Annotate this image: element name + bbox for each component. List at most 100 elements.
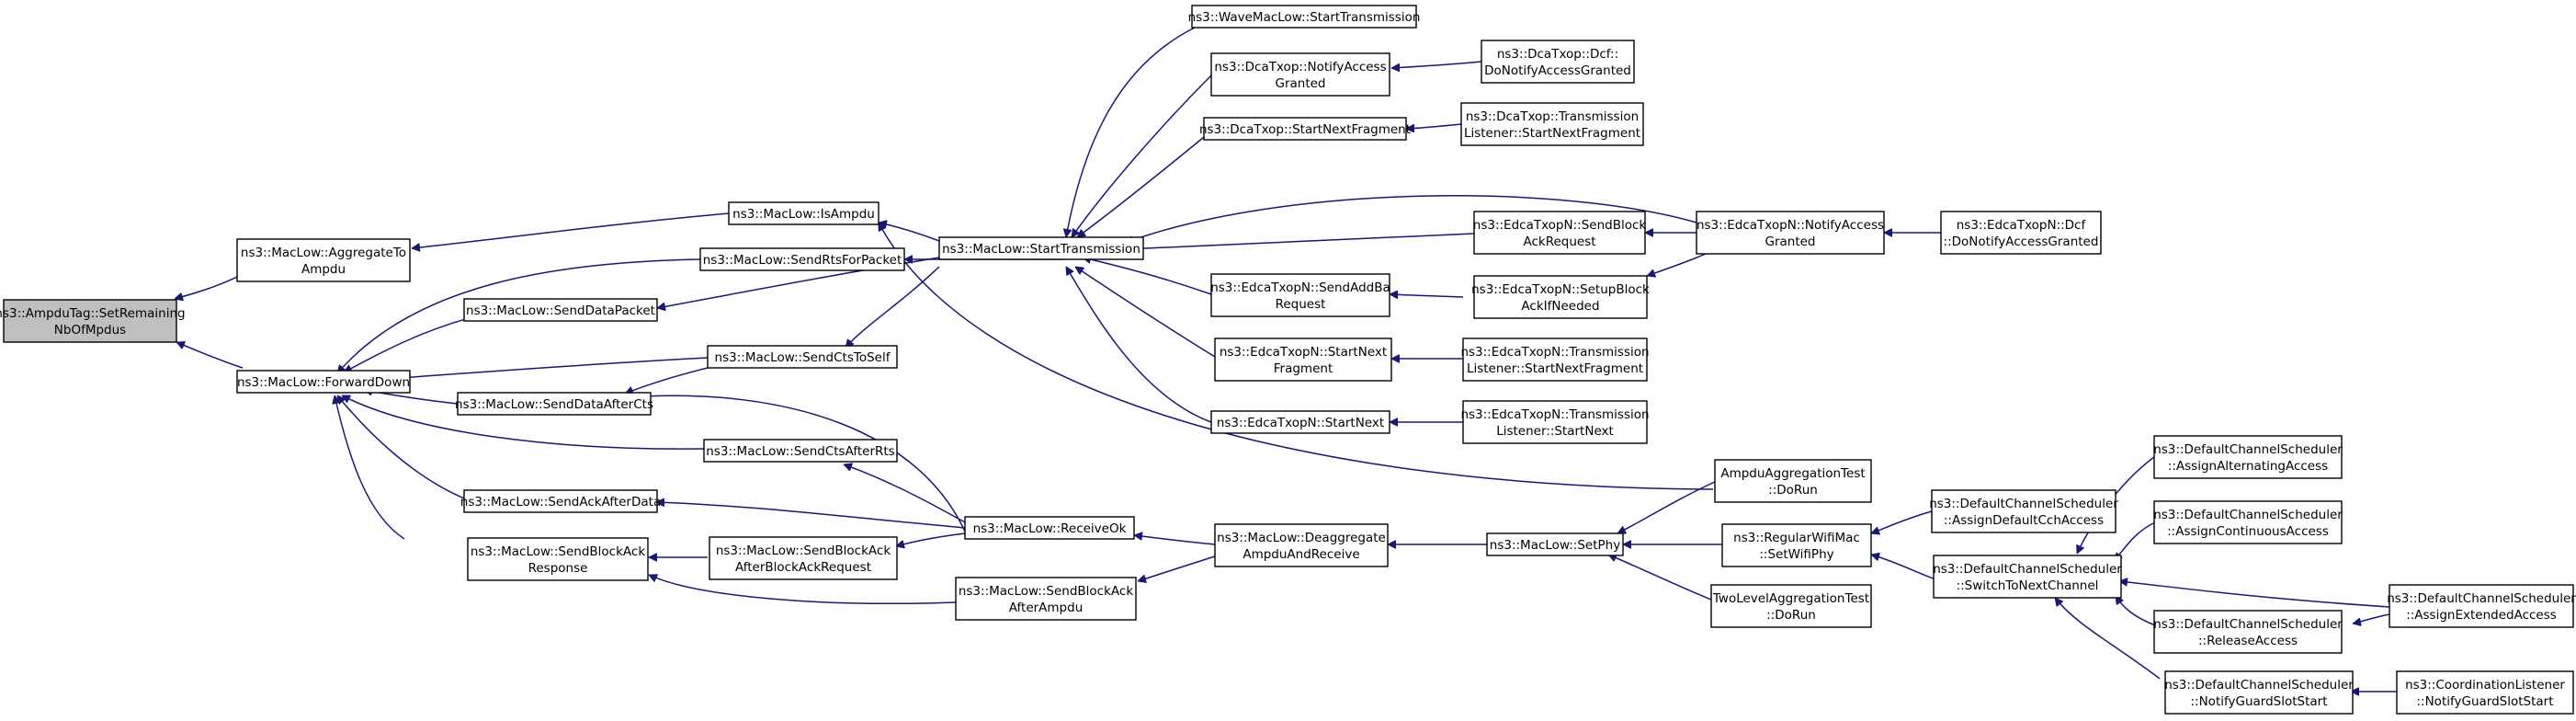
- node-assign-alternating-access[interactable]: ns3::DefaultChannelScheduler::AssignAlte…: [2153, 435, 2343, 479]
- node-wave-start-transmission[interactable]: ns3::WaveMacLow::StartTransmission: [1188, 5, 1421, 29]
- edge-assignextendedaccess-releaseaccess: [2353, 613, 2390, 624]
- node-label: ns3::DcaTxop::NotifyAccess: [1214, 60, 1386, 74]
- node-box: [1214, 338, 1392, 382]
- node-is-ampdu[interactable]: ns3::MacLow::IsAmpdu: [728, 201, 879, 225]
- node-label: Listener::StartNextFragment: [1467, 361, 1643, 376]
- edge-notifyguardslotstart-switchtonextchannel: [2055, 598, 2161, 680]
- node-send-ack-after-data[interactable]: ns3::MacLow::SendAckAfterData: [460, 489, 661, 513]
- node-label: ns3::MacLow::SetPhy: [1490, 538, 1620, 553]
- node-box: [1721, 523, 1872, 567]
- node-edca-transmission-listener-start-next-fragment[interactable]: ns3::EdcaTxopN::TransmissionListener::St…: [1460, 338, 1650, 382]
- edge-deaggregate-sendblockackafterampdu: [1138, 555, 1216, 581]
- node-assign-extended-access[interactable]: ns3::DefaultChannelScheduler::AssignExte…: [2387, 584, 2576, 628]
- edge-assigndefaultcchaccess-regularwifimac: [1871, 510, 1933, 533]
- node-box: [2153, 500, 2343, 544]
- node-forward-down[interactable]: ns3::MacLow::ForwardDown: [236, 370, 411, 394]
- node-assign-default-cch-access[interactable]: ns3::DefaultChannelScheduler::AssignDefa…: [1929, 489, 2118, 533]
- node-box: [1486, 532, 1624, 556]
- edge-dcatransmissionlistener-dcastartnextfragment: [1406, 123, 1462, 129]
- node-edca-start-next-fragment[interactable]: ns3::EdcaTxopN::StartNextFragment: [1214, 338, 1392, 382]
- node-edca-notify-access-granted[interactable]: ns3::EdcaTxopN::NotifyAccessGranted: [1696, 211, 1885, 255]
- edge-receiveok-sendblockackafterblockackrequest: [896, 532, 966, 546]
- node-label: ns3::EdcaTxopN::SendBlock: [1473, 218, 1647, 233]
- node-box: [1462, 400, 1648, 444]
- node-box: [1714, 459, 1872, 503]
- edge-edcastartnextfragment-starttransmission: [1075, 266, 1216, 358]
- node-label: ns3::MacLow::IsAmpdu: [732, 207, 875, 222]
- node-send-cts-after-rts[interactable]: ns3::MacLow::SendCtsAfterRts: [703, 439, 898, 463]
- node-regular-wifi-mac-set-wifi-phy[interactable]: ns3::RegularWifiMac::SetWifiPhy: [1721, 523, 1872, 567]
- node-label: ns3::AmpduTag::SetRemaining: [0, 306, 186, 321]
- node-label: AfterBlockAckRequest: [735, 560, 871, 575]
- node-send-cts-to-self[interactable]: ns3::MacLow::SendCtsToSelf: [707, 345, 898, 369]
- node-send-block-ack-after-block-ack-request[interactable]: ns3::MacLow::SendBlockAckAfterBlockAckRe…: [709, 536, 898, 580]
- edge-edcasendblockackrequest-starttransmission: [1125, 233, 1475, 249]
- node-notify-guard-slot-start[interactable]: ns3::DefaultChannelScheduler::NotifyGuar…: [2164, 670, 2354, 715]
- edge-releaseaccess-switchtonextchannel: [2115, 596, 2156, 626]
- node-set-phy[interactable]: ns3::MacLow::SetPhy: [1486, 532, 1624, 556]
- node-label: Response: [528, 561, 588, 576]
- node-label: ns3::RegularWifiMac: [1733, 531, 1860, 545]
- node-label: ns3::MacLow::ReceiveOk: [973, 521, 1127, 536]
- node-dcf-do-notify-access-granted[interactable]: ns3::DcaTxop::Dcf::DoNotifyAccessGranted: [1481, 40, 1635, 84]
- node-box: [2389, 584, 2574, 628]
- node-label: ns3::WaveMacLow::StartTransmission: [1188, 10, 1421, 25]
- node-dca-notify-access-granted[interactable]: ns3::DcaTxop::NotifyAccessGranted: [1210, 52, 1390, 97]
- node-label: ns3::EdcaTxopN::StartNext: [1220, 345, 1387, 360]
- node-label: ns3::DefaultChannelScheduler: [2153, 617, 2343, 632]
- node-label: ns3::DefaultChannelScheduler: [2387, 591, 2576, 606]
- edge-sendrtsforpacket-forwarddown: [337, 258, 701, 373]
- node-label: ns3::DefaultChannelScheduler: [2164, 678, 2354, 692]
- node-edca-start-next[interactable]: ns3::EdcaTxopN::StartNext: [1210, 410, 1390, 434]
- node-release-access[interactable]: ns3::DefaultChannelScheduler::ReleaseAcc…: [2153, 610, 2343, 654]
- node-edca-dcf-do-notify-access-granted[interactable]: ns3::EdcaTxopN::Dcf::DoNotifyAccessGrant…: [1940, 211, 2102, 255]
- node-ampdu-aggregation-test-do-run[interactable]: AmpduAggregationTest::DoRun: [1714, 459, 1872, 503]
- edge-assignextendedaccess-switchtonextchannel: [2119, 581, 2390, 608]
- node-start-transmission[interactable]: ns3::MacLow::StartTransmission: [938, 236, 1144, 260]
- node-coordination-listener-notify-guard-slot-start[interactable]: ns3::CoordinationListener::NotifyGuardSl…: [2396, 670, 2574, 715]
- node-box: [1210, 52, 1390, 97]
- node-box: [457, 392, 652, 416]
- node-label: ns3::MacLow::ForwardDown: [237, 375, 410, 390]
- node-box: [1696, 211, 1885, 255]
- node-label: Ampdu: [301, 262, 346, 277]
- edge-sendctstoself-senddataaftercts: [625, 367, 709, 394]
- node-send-data-packet[interactable]: ns3::MacLow::SendDataPacket: [463, 298, 658, 322]
- edge-receiveok-sendackafterdata: [656, 502, 966, 529]
- node-dca-start-next-fragment[interactable]: ns3::DcaTxop::StartNextFragment: [1199, 117, 1411, 141]
- node-two-level-aggregation-test-do-run[interactable]: TwoLevelAggregationTest::DoRun: [1710, 584, 1872, 628]
- node-send-data-after-cts[interactable]: ns3::MacLow::SendDataAfterCts: [455, 392, 653, 416]
- node-box: [236, 370, 411, 394]
- edge-forwarddown-root: [176, 342, 244, 369]
- node-label: ::NotifyGuardSlotStart: [2190, 694, 2327, 709]
- node-label: Listener::StartNext: [1496, 424, 1614, 439]
- node-label: ::AssignExtendedAccess: [2406, 608, 2557, 623]
- node-switch-to-next-channel[interactable]: ns3::DefaultChannelScheduler::SwitchToNe…: [1933, 555, 2122, 599]
- node-dca-transmission-listener-start-next-fragment[interactable]: ns3::DcaTxop::TransmissionListener::Star…: [1460, 102, 1644, 146]
- node-box: [1203, 117, 1407, 141]
- node-label: ns3::MacLow::SendDataAfterCts: [455, 397, 653, 412]
- node-box: [1473, 211, 1646, 255]
- node-box: [1210, 410, 1390, 434]
- node-label: NbOfMpdus: [54, 323, 126, 338]
- edge-sendctsafterrts-forwarddown: [342, 395, 705, 450]
- node-label: AckIfNeeded: [1521, 299, 1599, 314]
- node-edca-transmission-listener-start-next[interactable]: ns3::EdcaTxopN::TransmissionListener::St…: [1460, 400, 1650, 444]
- edge-aggregatetoampdu-root: [175, 276, 238, 299]
- node-box: [1191, 5, 1417, 29]
- node-box: [3, 299, 177, 343]
- node-label: ::AssignContinuousAccess: [2167, 524, 2329, 539]
- node-label: ns3::DcaTxop::Transmission: [1466, 109, 1639, 124]
- node-receive-ok[interactable]: ns3::MacLow::ReceiveOk: [964, 516, 1135, 540]
- node-assign-continuous-access[interactable]: ns3::DefaultChannelScheduler::AssignCont…: [2153, 500, 2343, 544]
- node-label: ns3::DefaultChannelScheduler: [1933, 562, 2122, 577]
- node-send-rts-for-packet[interactable]: ns3::MacLow::SendRtsForPacket: [699, 247, 905, 271]
